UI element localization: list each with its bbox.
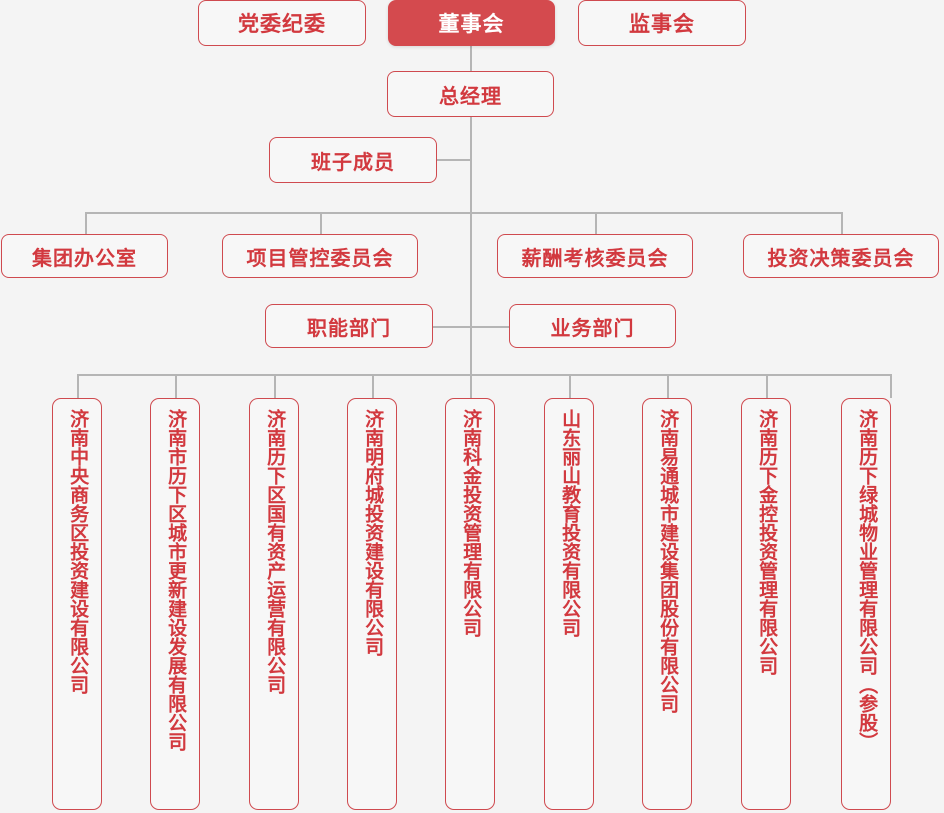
node-business-department[interactable]: 业务部门 [509,304,676,348]
node-jinan-lixia-jinkong-investment[interactable]: 济南历下金控投资管理有限公司 [741,398,791,810]
node-compensation-assessment-committee[interactable]: 薪酬考核委员会 [497,234,693,278]
connector-subsidiary-drop-1 [77,374,79,398]
connector-spine [470,46,472,374]
node-board-of-supervisors[interactable]: 监事会 [578,0,746,46]
connector-subsidiary-bus [77,374,892,376]
node-party-committee[interactable]: 党委纪委 [198,0,366,46]
node-label: 业务部门 [550,317,635,340]
node-jinan-yitong-urban-construction[interactable]: 济南易通城市建设集团股份有限公司 [642,398,692,810]
node-jinan-lixia-lvcheng-property[interactable]: 济南历下绿城物业管理有限公司（参股） [841,398,891,810]
node-label: 济南易通城市建设集团股份有限公司 [657,409,679,713]
node-label: 济南明府城投资建设有限公司 [362,409,384,656]
connector-subsidiary-drop-3 [274,374,276,398]
node-project-control-committee[interactable]: 项目管控委员会 [222,234,418,278]
connector-business-dept-stub [470,326,510,328]
connector-committee-bus [85,212,842,214]
node-label: 济南中央商务区投资建设有限公司 [67,409,89,694]
node-functional-department[interactable]: 职能部门 [265,304,433,348]
node-label: 山东丽山教育投资有限公司 [559,409,581,637]
node-label: 济南科金投资管理有限公司 [460,409,482,637]
connector-subsidiary-drop-4 [372,374,374,398]
connector-subsidiary-drop-2 [175,374,177,398]
node-label: 投资决策委员会 [767,247,915,270]
node-jinan-cbd-investment[interactable]: 济南中央商务区投资建设有限公司 [52,398,102,810]
node-label: 集团办公室 [32,247,137,270]
connector-subsidiary-drop-7 [667,374,669,398]
node-label: 济南市历下区城市更新建设发展有限公司 [165,409,187,751]
node-jinan-mingfucheng-investment[interactable]: 济南明府城投资建设有限公司 [347,398,397,810]
node-board-of-directors[interactable]: 董事会 [388,0,555,46]
connector-subsidiary-drop-8 [766,374,768,398]
node-label: 总经理 [439,85,502,108]
connector-subsidiary-drop-6 [569,374,571,398]
node-label: 监事会 [629,13,695,36]
connector-team-stub [437,159,471,161]
node-team-members[interactable]: 班子成员 [269,137,437,183]
node-jinan-lixia-urban-renewal[interactable]: 济南市历下区城市更新建设发展有限公司 [150,398,200,810]
node-label: 党委纪委 [238,13,326,36]
node-jinan-lixia-state-assets[interactable]: 济南历下区国有资产运营有限公司 [249,398,299,810]
connector-committee-drop-4 [841,212,843,234]
node-group-office[interactable]: 集团办公室 [1,234,168,278]
connector-functional-dept-stub [433,326,471,328]
node-jinan-kejin-investment[interactable]: 济南科金投资管理有限公司 [445,398,495,810]
connector-committee-drop-3 [595,212,597,234]
node-label: 职能部门 [307,317,391,340]
node-label: 董事会 [438,13,505,36]
node-general-manager[interactable]: 总经理 [387,71,554,117]
node-investment-decision-committee[interactable]: 投资决策委员会 [743,234,939,278]
connector-committee-drop-1 [85,212,87,234]
connector-subsidiary-drop-5 [470,374,472,398]
node-label: 济南历下区国有资产运营有限公司 [264,409,286,694]
node-label: 项目管控委员会 [246,247,394,270]
connector-committee-drop-2 [320,212,322,234]
node-shandong-lishan-education[interactable]: 山东丽山教育投资有限公司 [544,398,594,810]
connector-subsidiary-drop-9 [890,374,892,398]
node-label: 班子成员 [311,151,395,174]
node-label: 济南历下绿城物业管理有限公司（参股） [856,409,878,751]
node-label: 济南历下金控投资管理有限公司 [756,409,778,675]
node-label: 薪酬考核委员会 [521,247,669,270]
